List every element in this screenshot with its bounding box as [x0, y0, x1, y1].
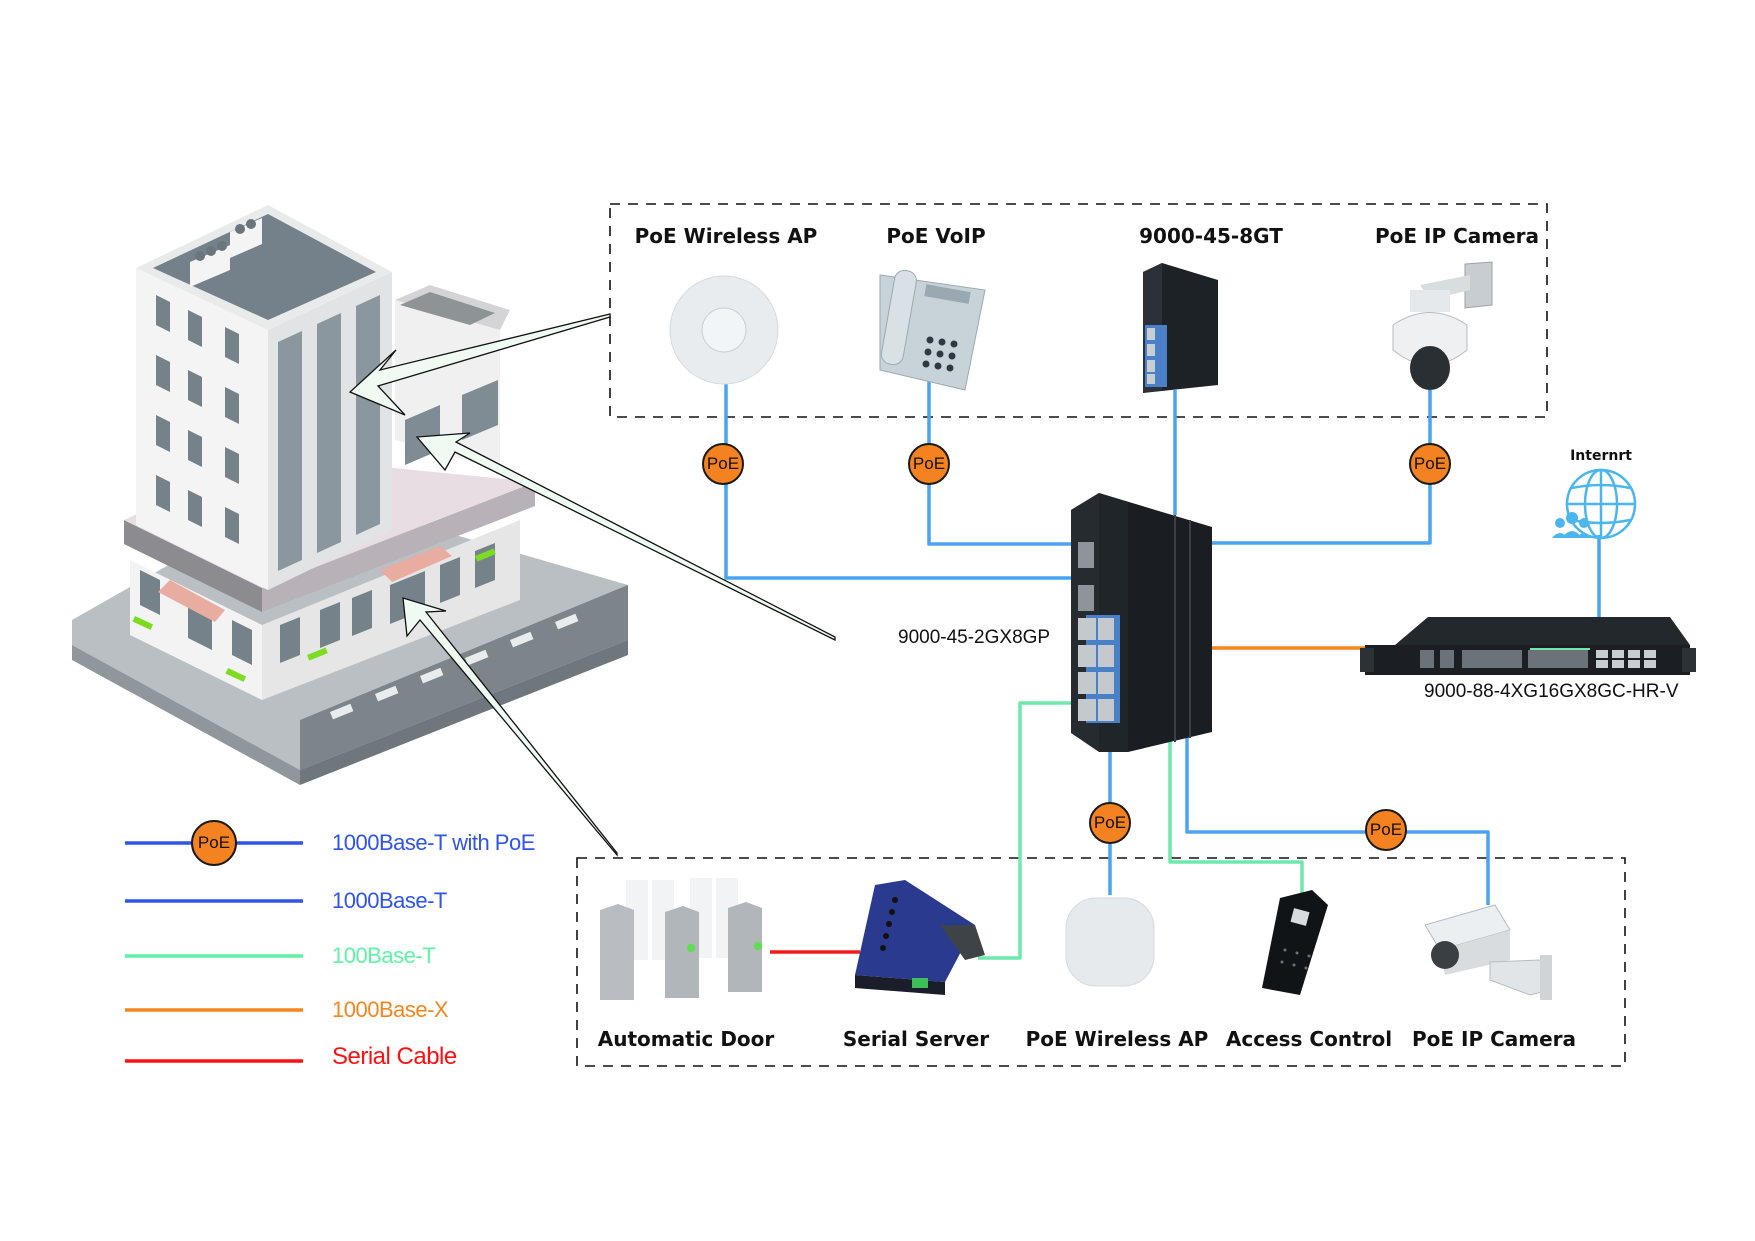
bullet-camera-icon [1424, 904, 1552, 1000]
device-label-bottom-camera: PoE IP Camera [1411, 1027, 1577, 1051]
ceiling-access-point-icon [669, 275, 779, 385]
keypad-reader-icon [1262, 890, 1328, 995]
device-label-door: Automatic Door [597, 1027, 775, 1051]
legend-poe-badge: PoE [191, 820, 237, 866]
link-top-camera [1212, 390, 1432, 545]
link-access-control [1168, 730, 1304, 895]
link-voip [927, 372, 1075, 546]
legend-label-100t: 100Base-T [332, 943, 436, 968]
poe-badge-top-camera: PoE [1409, 443, 1451, 485]
device-label-bottom-ap: PoE Wireless AP [1025, 1027, 1209, 1051]
legend-label-serial: Serial Cable [332, 1043, 457, 1070]
poe-badge-top-ap: PoE [702, 443, 744, 485]
device-label-serial-server: Serial Server [842, 1027, 990, 1051]
din-rail-switch-icon [1143, 263, 1218, 393]
link-bottom-camera [1185, 725, 1490, 905]
aggregation-switch-label: 9000-88-4XG16GX8GC-HR-V [1424, 681, 1679, 702]
globe-users-icon [1565, 468, 1637, 540]
callout-arrow-bottom-group [402, 597, 618, 857]
serial-device-server-icon [855, 880, 985, 995]
poe-badge-voip: PoE [908, 443, 950, 485]
office-building-icon [72, 205, 628, 785]
callout-arrow-core-switch [415, 432, 836, 642]
turnstile-gate-icon [600, 878, 762, 1000]
top-device-group-box [609, 203, 1548, 418]
wall-access-point-icon [1065, 897, 1155, 987]
industrial-poe-switch-icon [1071, 493, 1212, 752]
device-label-8gt: 9000-45-8GT [1139, 224, 1283, 248]
device-label-top-camera: PoE IP Camera [1374, 224, 1540, 248]
bottom-device-group-box [576, 857, 1626, 1067]
link-serial-server [978, 701, 1080, 960]
legend-label-1000t-poe: 1000Base-T with PoE [332, 830, 535, 855]
ip-phone-icon [879, 269, 986, 391]
callout-arrow-top-group [348, 313, 611, 416]
users-icon [1552, 512, 1592, 538]
callout-arrows [348, 313, 836, 857]
device-label-voip: PoE VoIP [886, 224, 986, 248]
rack-switch-icon [1360, 617, 1696, 675]
links [724, 372, 1601, 960]
poe-badge-bottom-ap: PoE [1089, 802, 1131, 844]
device-label-access-control: Access Control [1225, 1027, 1393, 1051]
legend-label-1000t: 1000Base-T [332, 888, 447, 913]
internet-label: Internrt [1570, 448, 1632, 464]
core-switch-label: 9000-45-2GX8GP [898, 627, 1051, 648]
legend-serial-swatch [125, 1059, 303, 1063]
poe-badge-bottom-camera: PoE [1365, 809, 1407, 851]
dome-camera-icon [1392, 261, 1493, 390]
legend-label-1000x: 1000Base-X [332, 997, 449, 1022]
device-label-top-ap: PoE Wireless AP [634, 224, 818, 248]
link-top-ap [724, 380, 1075, 580]
